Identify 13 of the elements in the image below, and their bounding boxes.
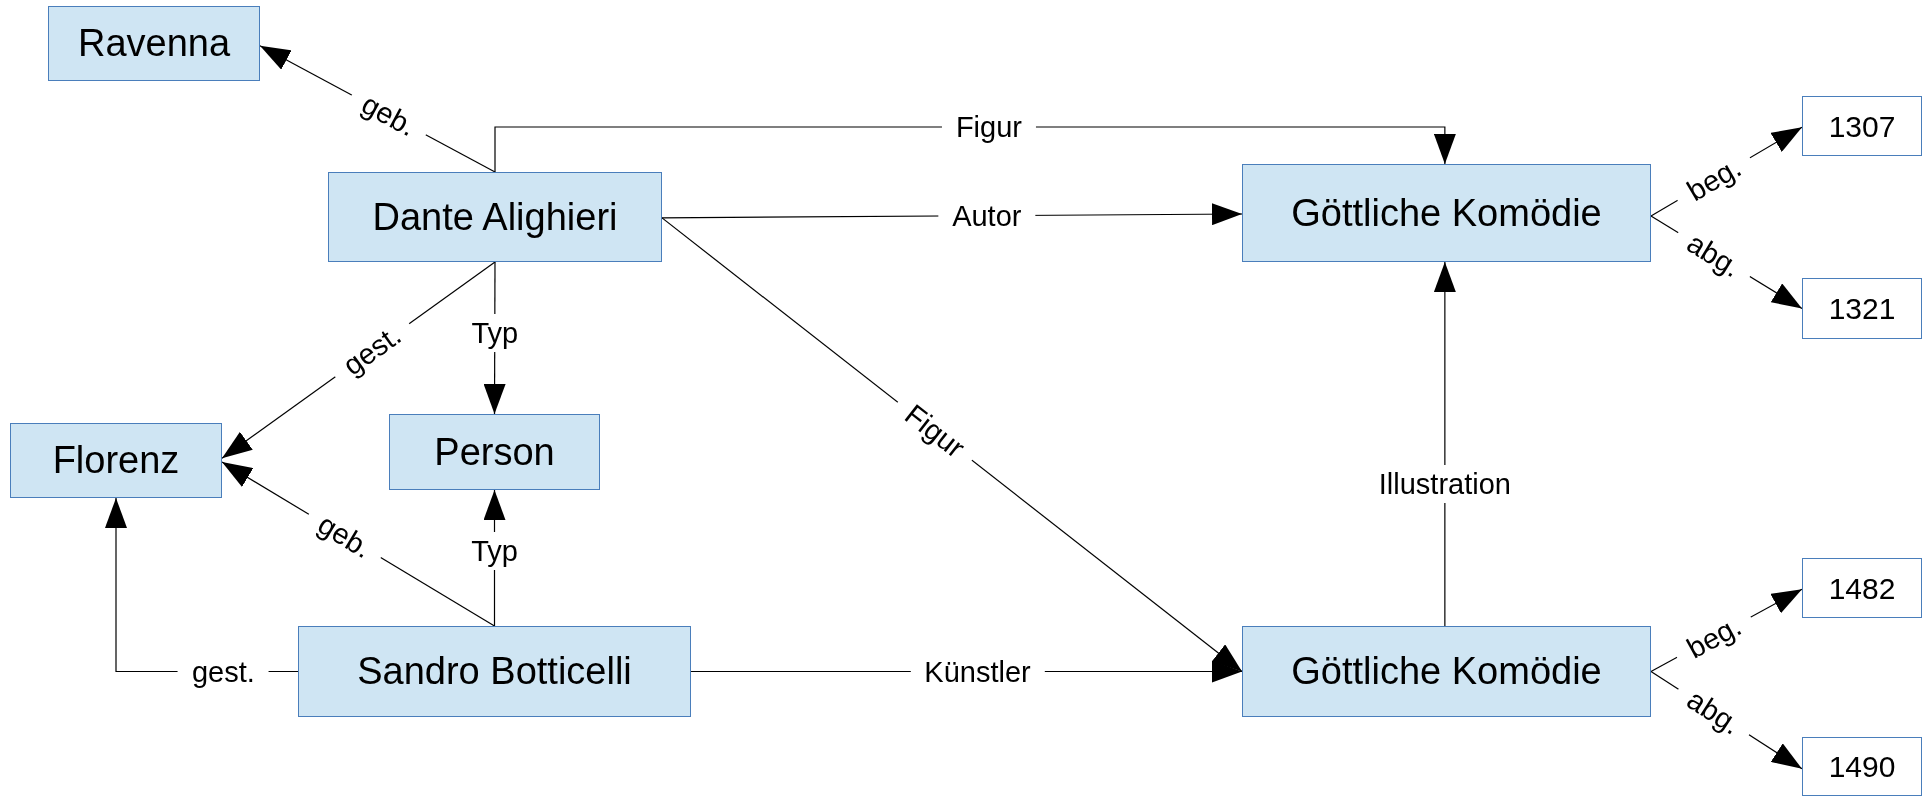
entity-box: Göttliche Komödie xyxy=(1242,626,1651,717)
entity-box: Dante Alighieri xyxy=(328,172,662,262)
year-box: 1490 xyxy=(1802,737,1922,796)
entity-box: Florenz xyxy=(10,423,222,498)
year-box: 1321 xyxy=(1802,278,1922,339)
entity-box: Göttliche Komödie xyxy=(1242,164,1651,262)
arrow xyxy=(1433,261,1456,627)
year-box: 1482 xyxy=(1802,558,1922,618)
entity-box: Sandro Botticelli xyxy=(298,626,691,717)
year-box: 1307 xyxy=(1802,96,1922,156)
arrow xyxy=(494,126,1456,173)
entity-box: Person xyxy=(389,414,600,490)
entity-box: Ravenna xyxy=(48,6,260,81)
